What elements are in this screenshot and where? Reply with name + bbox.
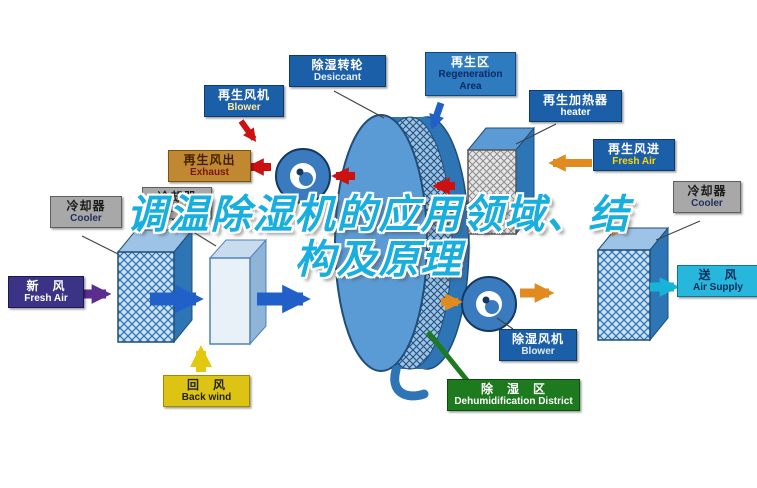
- label-back-wind-zh: 回 风: [186, 378, 226, 392]
- label-air-supply-en: Air Supply: [692, 282, 743, 294]
- label-regen-heater: 再生加热器 heater: [529, 90, 622, 123]
- process-fan: [461, 276, 517, 332]
- label-fresh-air-zh: 新 风: [26, 279, 66, 293]
- rotary-wheel: [334, 114, 470, 401]
- regen-fan: [275, 148, 331, 204]
- arrow-regen-blower-pointer: [238, 119, 257, 142]
- label-fresh-air-en: Fresh Air: [24, 293, 68, 305]
- label-regen-fresh-air-zh: 再生风进: [607, 142, 660, 156]
- label-regen-blower-en: Blower: [227, 102, 261, 114]
- label-dehumid-district: 除 湿 区 Dehumidification District: [447, 379, 580, 412]
- leader-cooler-right: [655, 220, 701, 241]
- leader-desiccant: [333, 90, 385, 119]
- label-regen-heater-zh: 再生加热器: [542, 93, 608, 107]
- label-regen-blower: 再生风机 Blower: [204, 85, 284, 118]
- label-dehumid-district-en: Dehumidification District: [454, 396, 573, 408]
- label-desiccant: 除湿转轮 Desiccant: [289, 55, 386, 88]
- label-cooler-right: 冷却器 Cooler: [673, 181, 741, 214]
- label-dehumid-blower-en: Blower: [521, 346, 555, 358]
- leader-cooler-left: [81, 235, 119, 255]
- label-cooler-mid-en: Cooler: [161, 204, 193, 216]
- label-regen-blower-zh: 再生风机: [217, 88, 270, 102]
- label-fresh-air: 新 风 Fresh Air: [8, 276, 84, 309]
- label-exhaust-zh: 再生风出: [183, 153, 236, 167]
- label-exhaust: 再生风出 Exhaust: [168, 150, 251, 183]
- label-cooler-right-zh: 冷却器: [687, 184, 727, 198]
- label-regeneration-area-en: Regeneration Area: [438, 69, 503, 93]
- label-back-wind-en: Back wind: [181, 392, 232, 404]
- label-dehumid-district-zh: 除 湿 区: [480, 382, 546, 396]
- label-cooler-left-zh: 冷却器: [66, 199, 106, 213]
- label-cooler-right-en: Cooler: [691, 198, 723, 210]
- label-regeneration-area-zh: 再生区: [450, 55, 490, 69]
- wheel-support: [390, 365, 429, 401]
- label-regen-fresh-air-en: Fresh Air: [612, 156, 656, 168]
- leader-heater: [515, 123, 557, 145]
- label-regeneration-area: 再生区 Regeneration Area: [425, 52, 516, 97]
- label-air-supply-zh: 送 风: [698, 268, 738, 282]
- label-regen-fresh-air: 再生风进 Fresh Air: [593, 139, 675, 172]
- leader-cooler-mid: [171, 218, 217, 247]
- heater-unit: [466, 126, 536, 236]
- label-regen-heater-en: heater: [560, 107, 591, 119]
- label-cooler-left: 冷却器 Cooler: [50, 196, 122, 229]
- cooler-unit-left: [116, 228, 194, 344]
- label-dehumid-blower-zh: 除湿风机: [511, 332, 564, 346]
- label-desiccant-en: Desiccant: [313, 72, 362, 84]
- leader-dehumid-district: [426, 330, 472, 386]
- leader-dehumid-blower: [496, 317, 514, 330]
- label-exhaust-en: Exhaust: [190, 167, 229, 179]
- label-air-supply: 送 风 Air Supply: [677, 265, 757, 298]
- label-cooler-mid-zh: 冷却器: [157, 190, 197, 204]
- label-desiccant-zh: 除湿转轮: [311, 58, 364, 72]
- label-dehumid-blower: 除湿风机 Blower: [499, 329, 577, 362]
- arrow-cooler-to-heater: [592, 203, 620, 237]
- filter-unit: [208, 238, 268, 346]
- label-back-wind: 回 风 Back wind: [163, 375, 250, 408]
- label-cooler-mid: 冷却器 Cooler: [142, 187, 212, 220]
- label-cooler-left-en: Cooler: [70, 213, 102, 225]
- arrow-regen-area-pointer: [429, 101, 445, 130]
